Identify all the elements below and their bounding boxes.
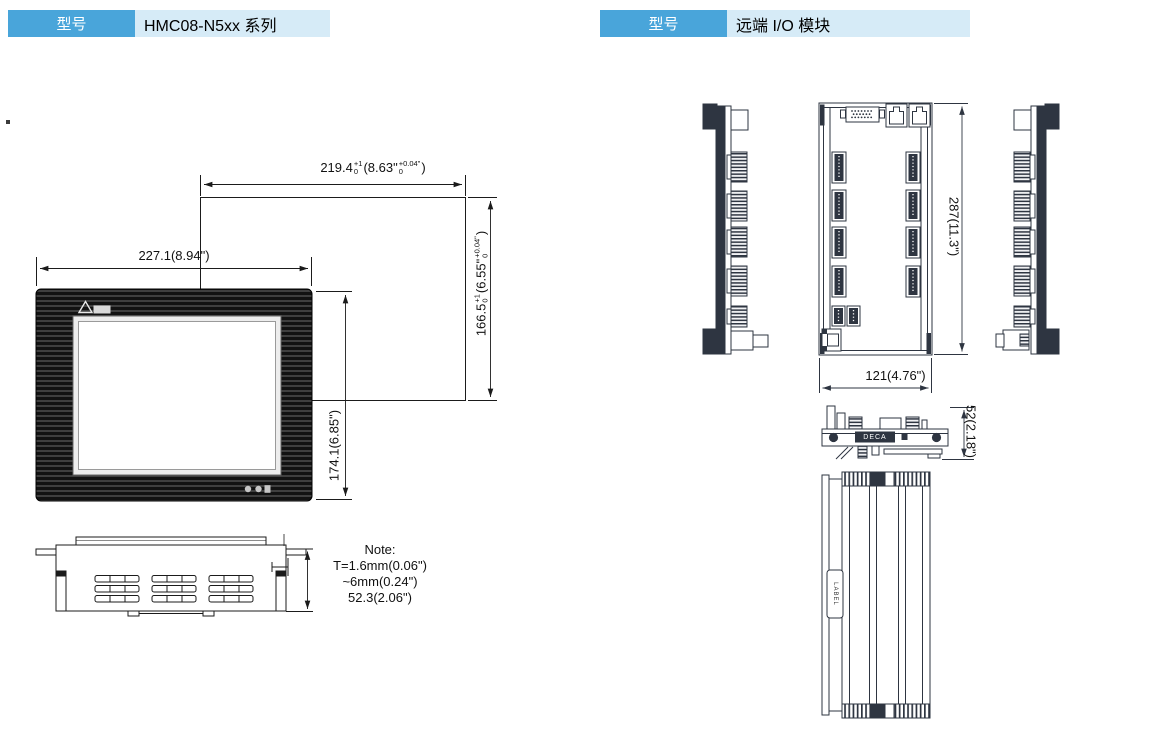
io-terminal-connectors <box>831 151 921 327</box>
hmi-cutout-and-dimensions <box>36 175 497 500</box>
io-dimensions <box>819 103 974 460</box>
mounting-note: Note: T=1.6mm(0.06") ~6mm(0.24") 52.3(2.… <box>316 542 444 606</box>
io-left-side-view <box>702 103 769 355</box>
outer-height-dimension: 174.1(6.85") <box>326 409 342 482</box>
din-rail-clips <box>835 445 943 460</box>
io-height-dimension: 287(11.3") <box>946 196 962 257</box>
delta-logo-icon <box>77 300 111 314</box>
hmi-front-view <box>35 288 313 502</box>
status-indicator-leds <box>244 485 271 493</box>
touchscreen <box>78 321 276 470</box>
rj45-ports <box>885 103 931 128</box>
model-label: 型号 <box>8 10 135 37</box>
hmi-depth-dimension <box>271 534 313 612</box>
model-header-io: 型号 远端 I/O 模块 <box>600 10 970 37</box>
io-depth-dimension: 52(2.18") <box>963 404 979 459</box>
io-rear-view <box>821 471 931 719</box>
io-width-dimension: 121(4.76") <box>865 368 926 383</box>
label-box <box>826 569 844 619</box>
model-value-io: 远端 I/O 模块 <box>727 10 970 37</box>
brand-plate <box>855 431 895 443</box>
dsub-connector <box>840 106 885 123</box>
mounting-ear-left <box>35 548 57 556</box>
model-label: 型号 <box>600 10 727 37</box>
note-line: 52.3(2.06") <box>348 590 412 605</box>
model-header-hmi: 型号 HMC08-N5xx 系列 <box>8 10 330 37</box>
note-line: ~6mm(0.24") <box>342 574 418 589</box>
hmi-bottom-view <box>35 536 307 617</box>
io-right-side-view <box>995 103 1060 355</box>
io-front-view <box>818 102 933 356</box>
power-connector <box>821 328 842 352</box>
model-value-hmi: HMC08-N5xx 系列 <box>135 10 330 37</box>
io-side-label: LABEL <box>832 582 838 606</box>
note-title: Note: <box>364 542 396 557</box>
vent-slots <box>94 575 254 603</box>
stray-dot <box>6 120 10 124</box>
mounting-ear-right <box>285 548 307 556</box>
io-brand-label: DECA <box>863 433 887 441</box>
io-top-view <box>821 405 949 460</box>
note-line: T=1.6mm(0.06") <box>333 558 427 573</box>
outer-width-dimension: 227.1(8.94") <box>138 248 210 263</box>
